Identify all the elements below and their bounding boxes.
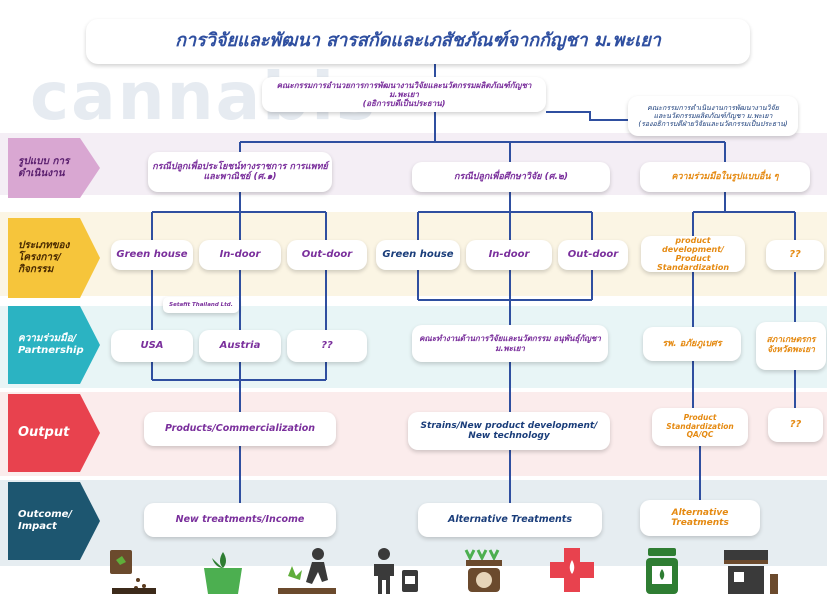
output-strains-new-product: Strains/New product development/ New tec…	[408, 412, 610, 450]
type-outdoor-1: Out-door	[287, 240, 367, 270]
output-unknown: ??	[768, 408, 823, 442]
committee-sub-line3: (รองอธิการบดีฝ่ายวิจัยและนวัตกรรมเป็นประ…	[638, 120, 788, 129]
farmer-planting-icon	[278, 548, 336, 594]
outcome-alternative-treatments-2: Alternative Treatments	[418, 503, 602, 537]
committee-main-line1: คณะกรรมการอำนวยการการพัฒนางานวิจัยและนวั…	[276, 80, 532, 99]
mode-research: กรณีปลูกเพื่อศึกษาวิจัย (ศ.๒)	[412, 162, 610, 192]
row-label-mode: รูปแบบ การดำเนินงาน	[18, 156, 70, 179]
person-product-icon	[374, 548, 418, 594]
committee-sub-line1: คณะกรรมการดำเนินงานการพัฒนางานวิจัย	[647, 103, 779, 112]
type-indoor-2: In-door	[466, 240, 552, 270]
type-outdoor-2: Out-door	[558, 240, 628, 270]
row-arrow-4	[8, 394, 100, 472]
row-label-partnership: ความร่วมมือ/ Partnership	[18, 333, 84, 356]
page-title: การวิจัยและพัฒนา สารสกัดและเภสัชภัณฑ์จาก…	[86, 19, 750, 64]
type-unknown: ??	[766, 240, 824, 270]
committee-sub-line2: และนวัตกรรมผลิตภัณฑ์กัญชา ม.พะเยา	[653, 111, 773, 120]
medical-cross-leaf-icon	[550, 548, 594, 592]
partner-usa: USA	[111, 330, 193, 362]
type-greenhouse-2: Green house	[376, 240, 460, 270]
partner-austria: Austria	[199, 330, 281, 362]
row-arrow-5	[8, 482, 100, 560]
output-product-standardization: Product Standardization QA/QC	[652, 408, 748, 446]
row-arrow-3	[8, 306, 100, 384]
type-greenhouse-1: Green house	[111, 240, 193, 270]
outcome-new-treatments-income: New treatments/Income	[144, 503, 336, 537]
partner-working-group: คณะทำงานด้านการวิจัยและนวัตกรรม อนุพันธุ…	[412, 325, 608, 362]
scale-plants-icon	[464, 549, 502, 592]
partner-unknown: ??	[287, 330, 367, 362]
seeding-icon	[110, 550, 156, 594]
partner-farmers-council: สภาเกษตรกร จังหวัดพะเยา	[756, 322, 826, 370]
mode-other-cooperation: ความร่วมมือในรูปแบบอื่น ๆ	[640, 162, 810, 192]
jar-leaf-icon	[646, 548, 678, 594]
committee-sub: คณะกรรมการดำเนินงานการพัฒนางานวิจัย และน…	[628, 96, 798, 136]
committee-main: คณะกรรมการอำนวยการการพัฒนางานวิจัยและนวั…	[262, 77, 546, 112]
plant-bag-icon	[204, 552, 242, 594]
row-arrow-2	[8, 218, 100, 298]
partner-hospital: รพ. อภัยภูเบศร	[643, 327, 741, 361]
committee-main-line2: (อธิการบดีเป็นประธาน)	[362, 99, 446, 109]
shop-store-icon	[724, 550, 778, 594]
row-arrow-1	[8, 138, 100, 198]
type-product-development: product development/ Product Standardiza…	[641, 236, 745, 272]
row-label-type: ประเภทของ โครงการ/ กิจกรรม	[18, 240, 70, 275]
type-indoor-1: In-door	[199, 240, 281, 270]
partner-setafit: Setafit Thailand Ltd.	[163, 297, 239, 313]
mode-commercial-medical: กรณีปลูกเพื่อประโยชน์ทางราชการ การแพทย์แ…	[148, 152, 332, 192]
outcome-alternative-treatments-3: Alternative Treatments	[640, 500, 760, 536]
row-label-output: Output	[18, 425, 70, 441]
row-label-outcome: Outcome/ Impact	[18, 509, 73, 532]
output-products-commercialization: Products/Commercialization	[144, 412, 336, 446]
